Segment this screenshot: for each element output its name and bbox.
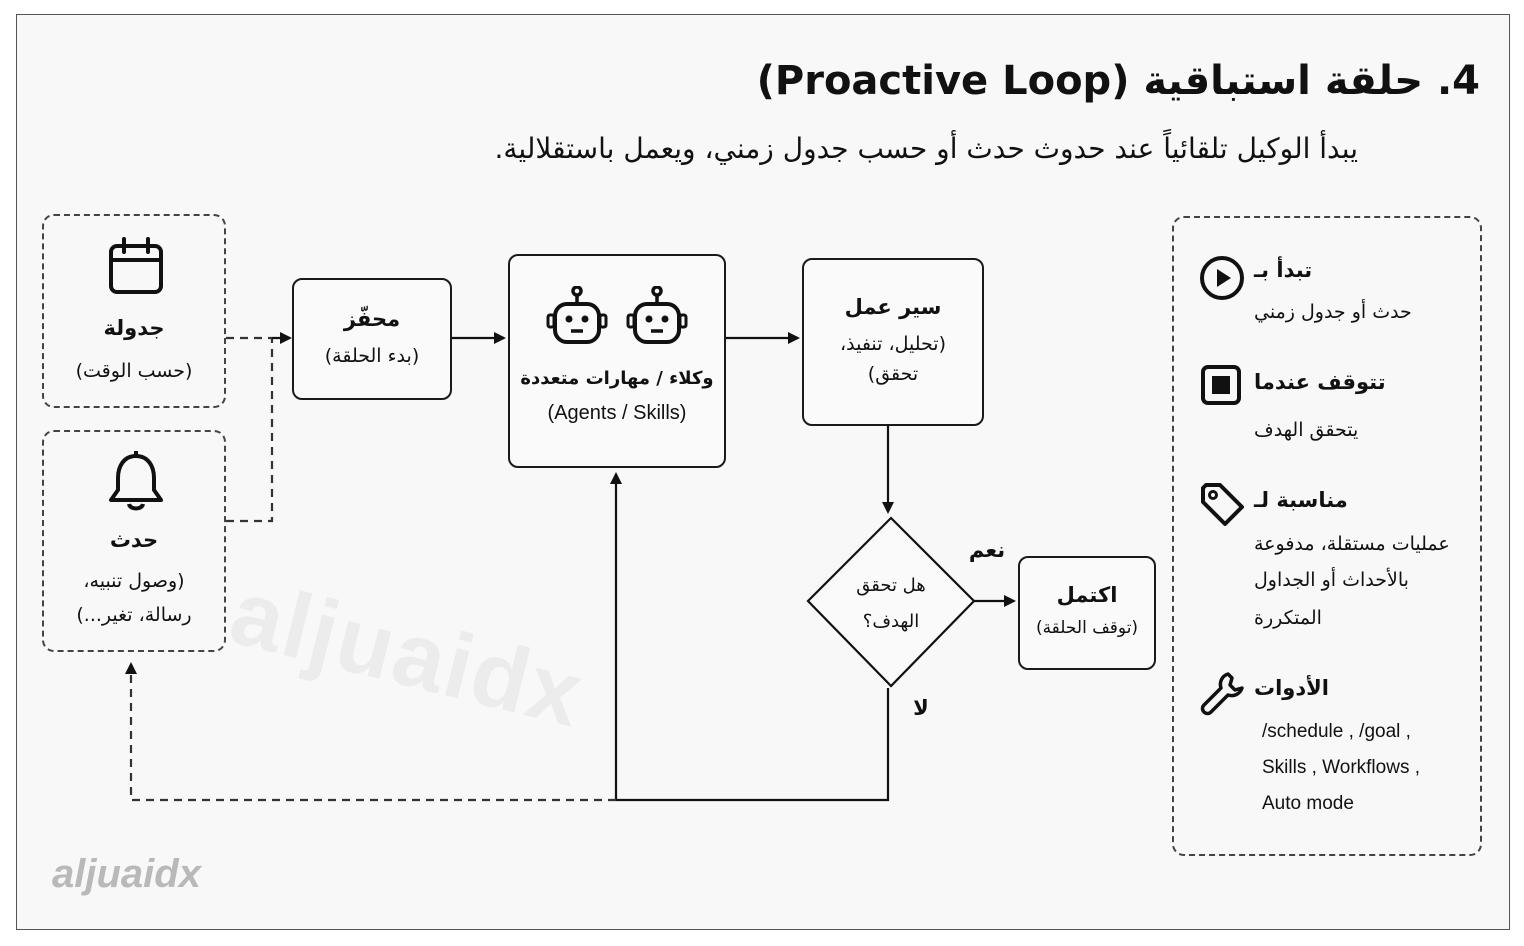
event-title: حدث (109, 528, 159, 552)
sidebar-tools-title: الأدوات (1254, 676, 1329, 700)
decision-line2: الهدف؟ (862, 611, 920, 632)
decision-diamond (806, 516, 976, 688)
trigger-box: محفّز (بدء الحلقة) (292, 278, 452, 400)
decision-no-label: لا (913, 696, 929, 720)
workflow-desc-line1: (تحليل، تنفيذ، (839, 332, 947, 355)
schedule-desc: (حسب الوقت) (75, 360, 193, 382)
sidebar-tools-line2: Skills , Workflows , (1262, 757, 1421, 778)
info-sidebar: تبدأ بـ حدث أو جدول زمني تتوقف عندما يتح… (1172, 216, 1482, 856)
no-loop-connector (616, 688, 890, 802)
done-desc: (توقف الحلقة) (1035, 618, 1139, 639)
agents-title: وكلاء / مهارات متعددة (520, 368, 714, 389)
event-trigger-box: حدث (وصول تنبيه، رسالة، تغير...) (42, 430, 226, 652)
sidebar-tools-line3: Auto mode (1262, 793, 1354, 814)
sidebar-tools-line1: /schedule , /goal , (1262, 721, 1411, 742)
sidebar-stops-text: يتحقق الهدف (1254, 419, 1359, 441)
decision-yes-label: نعم (968, 538, 1006, 562)
sidebar-suited-line2: بالأحداث أو الجداول (1254, 569, 1409, 591)
robot-icon (626, 286, 688, 344)
loop-to-event-dashed-arrow (125, 662, 616, 802)
stop-icon (1201, 365, 1241, 405)
wrench-icon (1200, 672, 1244, 716)
sidebar-suited-line3: المتكررة (1254, 607, 1322, 629)
workflow-title: سير عمل (844, 294, 942, 319)
event-desc-line2: رسالة، تغير...) (76, 604, 192, 626)
page-title: 4. حلقة استباقية (Proactive Loop) (756, 58, 1480, 104)
trigger-desc: (بدء الحلقة) (324, 344, 420, 367)
calendar-icon (109, 237, 163, 294)
page-subtitle: يبدأ الوكيل تلقائياً عند حدوث حدث أو حسب… (494, 132, 1358, 165)
workflow-box: سير عمل (تحليل، تنفيذ، تحقق) (802, 258, 984, 426)
done-title: اكتمل (1056, 583, 1118, 608)
sidebar-starts-text: حدث أو جدول زمني (1254, 301, 1412, 323)
robot-icons (546, 286, 688, 350)
decision-line1: هل تحقق (856, 575, 926, 596)
tag-icon (1201, 483, 1244, 526)
sidebar-suited-line1: عمليات مستقلة، مدفوعة (1254, 533, 1450, 555)
event-desc-line1: (وصول تنبيه، (83, 570, 185, 592)
agents-box: وكلاء / مهارات متعددة (Agents / Skills) (508, 254, 726, 468)
bell-icon (109, 451, 163, 511)
diagram-frame (16, 14, 1510, 930)
sidebar-stops-title: تتوقف عندما (1254, 370, 1386, 394)
play-icon (1200, 256, 1244, 300)
schedule-trigger-box: جدولة (حسب الوقت) (42, 214, 226, 408)
sidebar-starts-title: تبدأ بـ (1254, 258, 1313, 282)
event-to-trigger-connector (226, 338, 274, 523)
watermark-corner: aljuaidx (52, 852, 201, 896)
trigger-title: محفّز (343, 306, 401, 331)
robot-icon (546, 286, 608, 344)
workflow-desc-line2: تحقق) (867, 363, 919, 385)
schedule-title: جدولة (103, 316, 165, 340)
done-box: اكتمل (توقف الحلقة) (1018, 556, 1156, 670)
agents-desc: (Agents / Skills) (547, 402, 687, 424)
sidebar-suited-title: مناسبة لـ (1254, 488, 1348, 512)
